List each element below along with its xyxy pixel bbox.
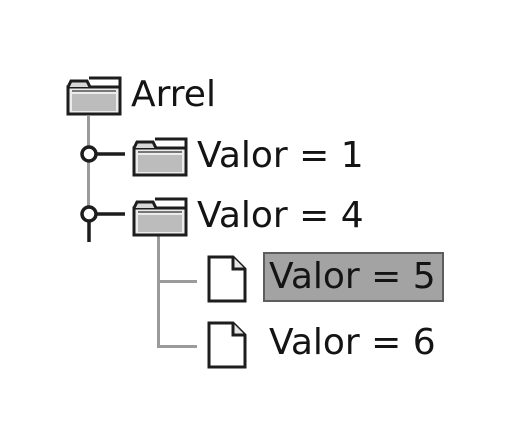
tree-guide-valor6-horizontal [157, 345, 197, 348]
tree-node-label: Arrel [131, 74, 216, 115]
file-icon [207, 321, 247, 369]
tree-node-label: Valor = 1 [197, 135, 364, 176]
tree-guide-valor4-vertical [157, 234, 160, 346]
file-icon [207, 255, 247, 303]
collapsed-handle-icon[interactable] [77, 140, 127, 170]
tree-guide-valor5-horizontal [157, 280, 197, 283]
folder-icon [66, 76, 122, 116]
folder-icon [132, 197, 188, 237]
tree-panel: Arrel Valor = 1 Valor = 4 [65, 58, 467, 378]
tree-node-label-selected: Valor = 5 [263, 252, 444, 302]
tree-node-label: Valor = 4 [197, 195, 364, 236]
tree-node-label: Valor = 6 [269, 322, 436, 363]
tree-guide-root-vertical [87, 116, 90, 216]
expanded-handle-icon[interactable] [77, 200, 127, 244]
folder-icon [132, 137, 188, 177]
